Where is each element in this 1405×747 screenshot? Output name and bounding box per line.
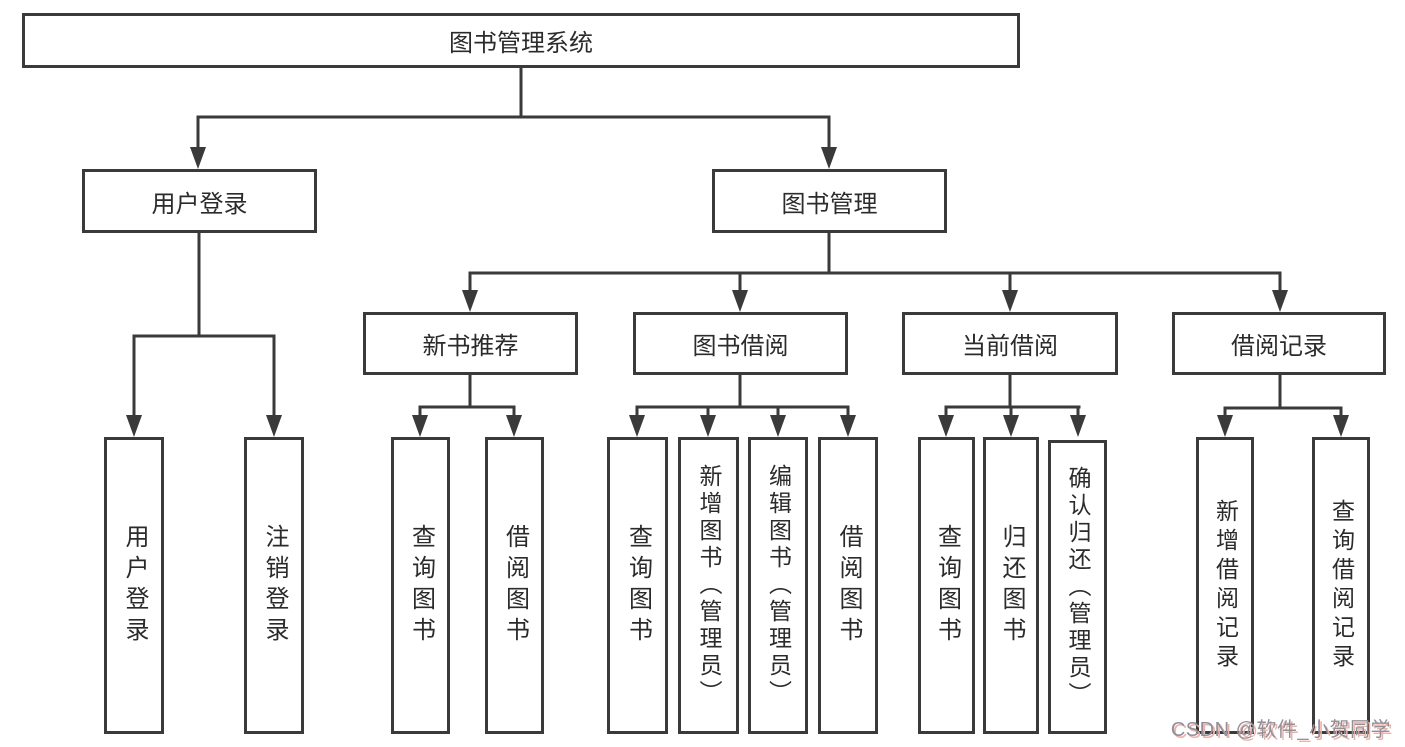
csdn-watermark: CSDN @软件_小贺同学 [1170, 719, 1391, 741]
leaf-add-borrow-record: 新增借阅记录 [1196, 437, 1254, 734]
leaf-return-book: 归还图书 [983, 437, 1039, 734]
leaf-borrow-book-recommend: 借阅图书 [485, 437, 544, 734]
node-library-management-system: 图书管理系统 [22, 13, 1020, 68]
node-borrowing-records: 借阅记录 [1172, 312, 1386, 375]
node-borrowing-records-label: 借阅记录 [1231, 333, 1327, 360]
node-current-borrowing: 当前借阅 [902, 312, 1118, 375]
leaf-query-borrow-record-label: 查询借阅记录 [1328, 498, 1355, 673]
leaf-edit-book-admin-label: 编辑图书（管理员） [765, 464, 792, 707]
node-current-borrowing-label: 当前借阅 [962, 333, 1058, 360]
node-book-borrowing: 图书借阅 [633, 312, 848, 375]
node-new-book-recommend-label: 新书推荐 [422, 333, 519, 360]
leaf-query-book-current-label: 查询图书 [933, 523, 961, 648]
leaf-query-borrow-record: 查询借阅记录 [1312, 437, 1370, 734]
leaf-logout: 注销登录 [244, 437, 304, 734]
leaf-user-login: 用户登录 [104, 437, 164, 734]
leaf-logout-label: 注销登录 [261, 523, 288, 648]
node-book-borrowing-label: 图书借阅 [692, 333, 789, 360]
leaf-edit-book-admin: 编辑图书（管理员） [748, 437, 808, 734]
leaf-user-login-label: 用户登录 [121, 523, 148, 648]
leaf-borrow-book: 借阅图书 [818, 437, 878, 734]
leaf-add-borrow-record-label: 新增借阅记录 [1212, 498, 1239, 673]
leaf-add-book-admin: 新增图书（管理员） [678, 437, 739, 734]
node-user-login-label: 用户登录 [151, 190, 248, 218]
leaf-return-book-label: 归还图书 [998, 523, 1025, 648]
node-book-management: 图书管理 [712, 169, 947, 233]
node-book-management-label: 图书管理 [781, 190, 878, 218]
leaf-confirm-return-admin-label: 确认归还（管理员） [1065, 465, 1091, 709]
leaf-query-book-borrowing-label: 查询图书 [624, 523, 652, 648]
leaf-confirm-return-admin: 确认归还（管理员） [1048, 440, 1107, 734]
leaf-borrow-book-label: 借阅图书 [835, 523, 862, 648]
node-library-management-system-label: 图书管理系统 [449, 30, 593, 57]
node-user-login: 用户登录 [82, 169, 317, 233]
leaf-query-book-recommend: 查询图书 [391, 437, 450, 734]
leaf-borrow-book-recommend-label: 借阅图书 [501, 523, 529, 648]
leaf-query-book-recommend-label: 查询图书 [407, 523, 435, 648]
leaf-add-book-admin-label: 新增图书（管理员） [696, 464, 722, 707]
node-new-book-recommend: 新书推荐 [363, 312, 578, 375]
leaf-query-book-borrowing: 查询图书 [607, 437, 668, 734]
leaf-query-book-current: 查询图书 [918, 437, 975, 734]
